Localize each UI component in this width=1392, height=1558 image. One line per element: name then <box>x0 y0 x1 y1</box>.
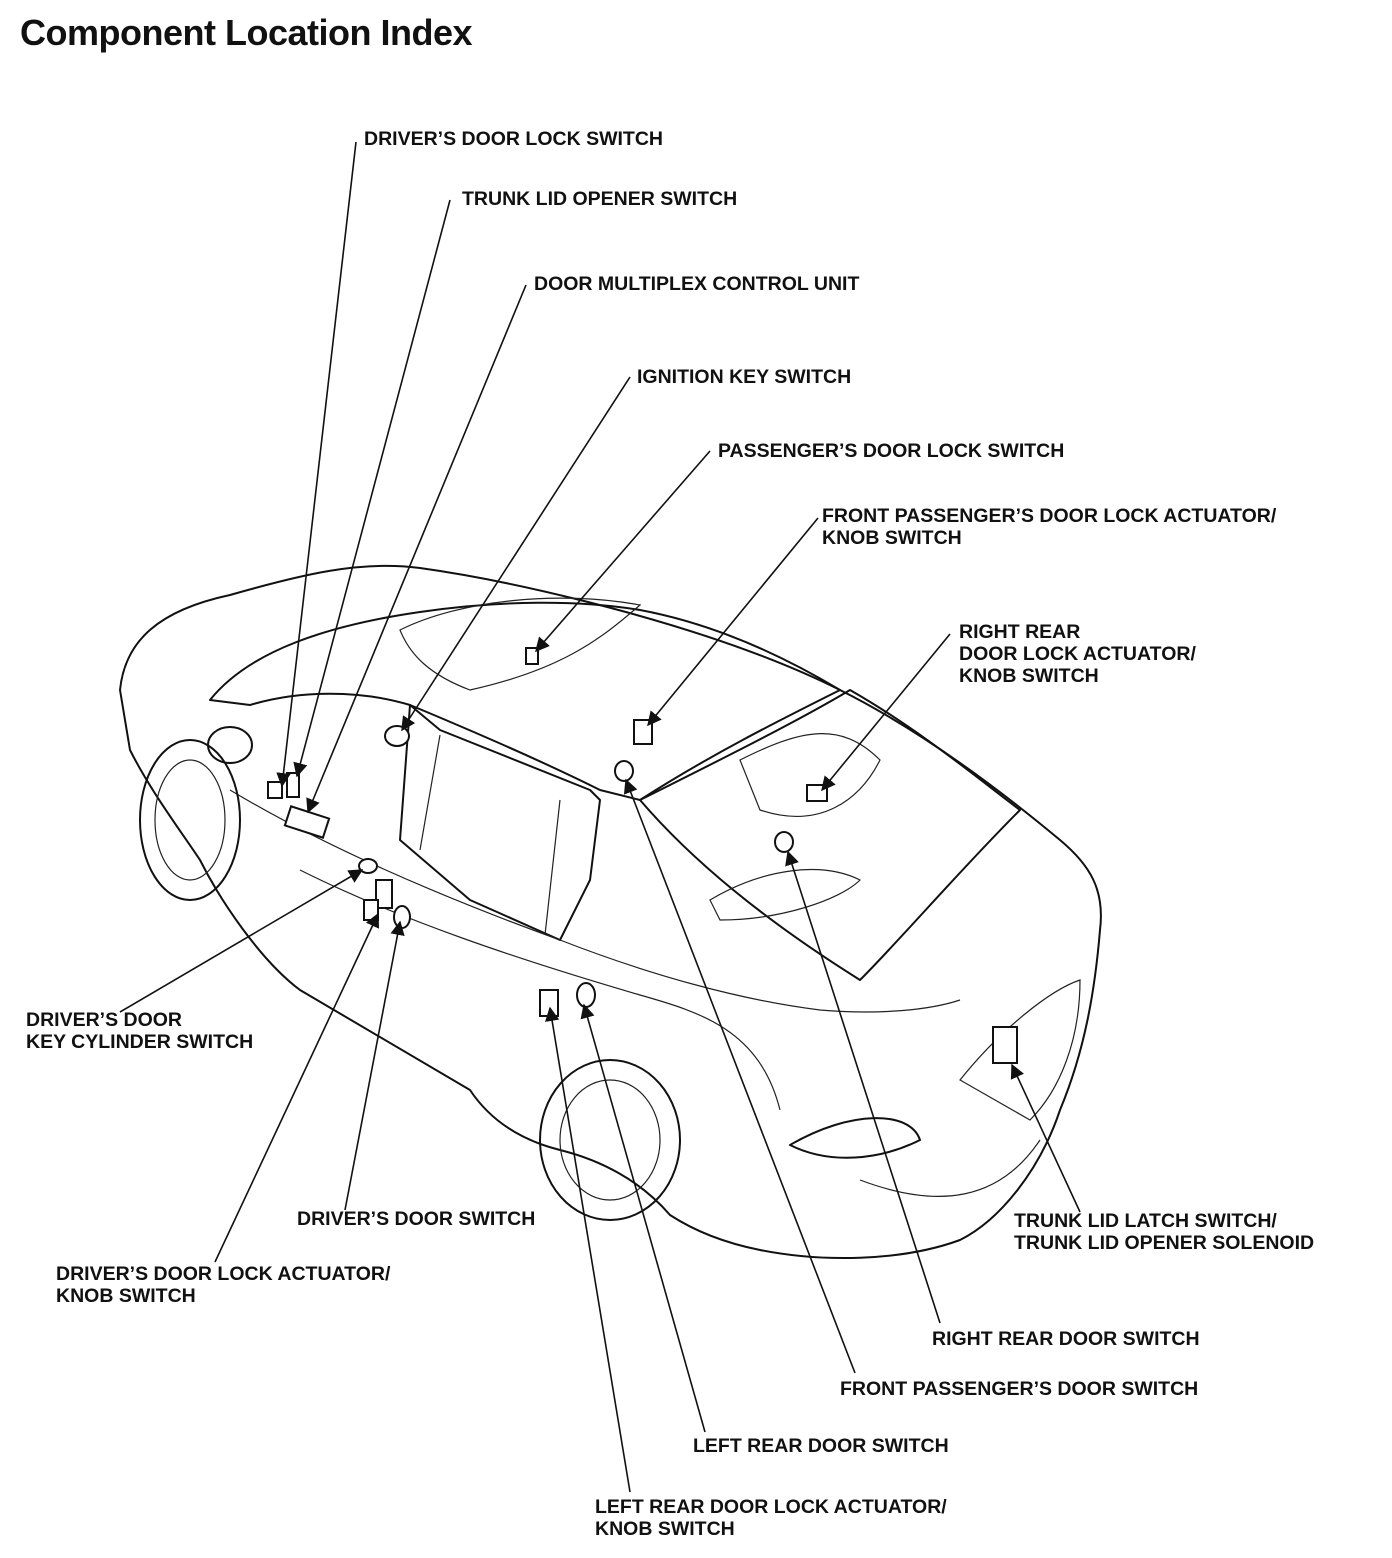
label-front-passengers-door-switch: FRONT PASSENGER’S DOOR SWITCH <box>840 1378 1199 1400</box>
label-right-rear-door-lock-actuator: RIGHT REAR DOOR LOCK ACTUATOR/ KNOB SWIT… <box>959 621 1196 687</box>
label-drivers-door-key-cylinder-switch: DRIVER’S DOOR KEY CYLINDER SWITCH <box>26 1009 254 1053</box>
label-ignition-key-switch: IGNITION KEY SWITCH <box>637 366 852 388</box>
label-trunk-lid-opener-switch: TRUNK LID OPENER SWITCH <box>462 188 738 210</box>
car-body <box>119 564 1102 1259</box>
label-front-passengers-door-lock-actuator: FRONT PASSENGER’S DOOR LOCK ACTUATOR/ KN… <box>822 505 1277 549</box>
label-drivers-door-switch: DRIVER’S DOOR SWITCH <box>297 1208 536 1230</box>
label-left-rear-door-switch: LEFT REAR DOOR SWITCH <box>693 1435 949 1457</box>
leader-lines <box>119 141 1081 1493</box>
label-drivers-door-lock-switch: DRIVER’S DOOR LOCK SWITCH <box>364 128 664 150</box>
page-title: Component Location Index <box>20 12 473 53</box>
label-trunk-lid-latch-switch: TRUNK LID LATCH SWITCH/ TRUNK LID OPENER… <box>1014 1210 1315 1254</box>
label-door-multiplex-control-unit: DOOR MULTIPLEX CONTROL UNIT <box>534 273 860 295</box>
components <box>267 647 1018 1064</box>
label-left-rear-door-lock-actuator: LEFT REAR DOOR LOCK ACTUATOR/ KNOB SWITC… <box>595 1496 947 1540</box>
label-passengers-door-lock-switch: PASSENGER’S DOOR LOCK SWITCH <box>718 440 1065 462</box>
label-drivers-door-lock-actuator: DRIVER’S DOOR LOCK ACTUATOR/ KNOB SWITCH <box>56 1263 391 1307</box>
label-right-rear-door-switch: RIGHT REAR DOOR SWITCH <box>932 1328 1200 1350</box>
